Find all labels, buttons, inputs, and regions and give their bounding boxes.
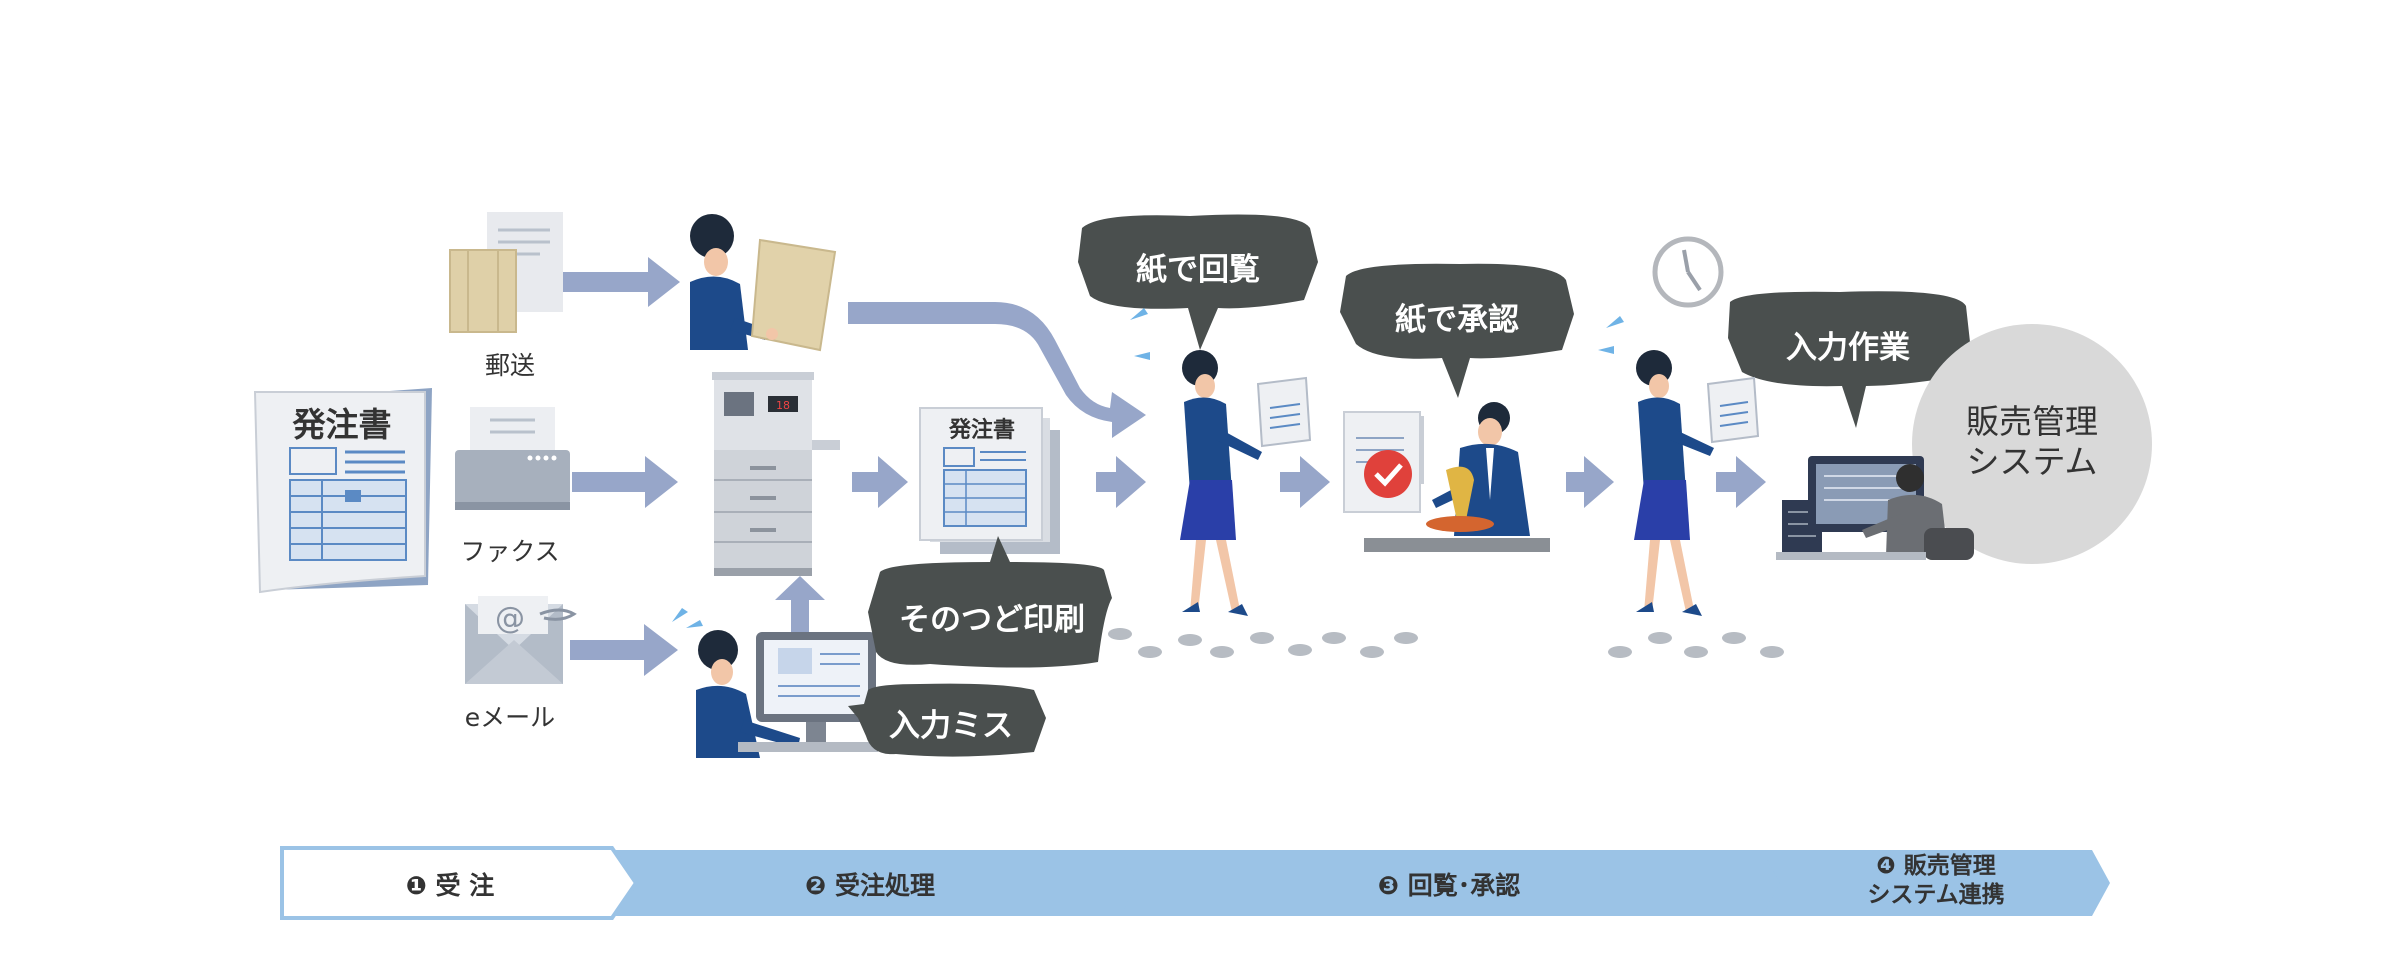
bubble-paper-circulation-text: 紙で回覧 (1136, 252, 1260, 288)
bubble-print-each-time-text: そのつど印刷 (899, 602, 1085, 638)
copier-display: 18 (776, 399, 790, 412)
arrow-approval-to-walker2 (1566, 456, 1614, 508)
step-4-number: ❹ (1876, 853, 1896, 879)
bubble-paper-approval (1340, 263, 1574, 398)
mail-label: 郵送 (484, 351, 535, 380)
flow-arrows (560, 257, 1766, 676)
step-1-chevron (280, 846, 639, 920)
sales-system-line1: 販売管理 (1966, 402, 2098, 441)
operator-at-computer-figure (1776, 456, 1974, 560)
email-envelope-icon: @ (465, 596, 577, 684)
sales-system-line2: システム (1966, 442, 2098, 481)
printed-order-document-icon (919, 407, 1060, 554)
step-3-text: 回覧･承認 (1407, 871, 1521, 900)
fax-label: ファクス (460, 537, 560, 566)
bubble-paper-approval-text: 紙で承認 (1395, 302, 1519, 338)
clerk-with-envelope-figure (690, 214, 837, 352)
arrow-doc-to-walker (1096, 456, 1146, 508)
step-1-label: ❶ 受 注 (282, 866, 618, 902)
step-2-text: 受注処理 (834, 871, 935, 900)
order-document-icon (253, 388, 432, 594)
arrow-mail-to-clerk (560, 257, 680, 307)
clerk-at-pc-figure (672, 608, 878, 758)
step-1-number: ❶ (405, 871, 427, 900)
arrow-curve-to-walker (848, 302, 1146, 438)
arrow-copier-to-doc (852, 456, 908, 508)
footprints-decoration (1108, 628, 1784, 658)
step-1-text: 受 注 (435, 871, 495, 900)
approval-manager-with-stamp-figure (1343, 402, 1550, 552)
process-step-banner (280, 846, 2110, 920)
sales-system-circle (1912, 324, 2152, 564)
arrow-fax-to-copier (572, 456, 678, 508)
order-document-title: 発注書 (292, 405, 392, 444)
sales-system-label: 販売管理 システム (1922, 402, 2142, 482)
speech-bubbles (848, 214, 1970, 757)
step-3-label: ❸ 回覧･承認 (1136, 866, 1762, 902)
step-2-number: ❷ (805, 871, 827, 900)
arrow-walker2-to-system (1716, 456, 1766, 508)
fax-machine-icon (455, 407, 570, 510)
copier-icon: 18 (712, 372, 840, 576)
bubble-paper-circulation (1078, 214, 1318, 350)
woman-walking-with-document-figure (1130, 308, 1312, 616)
mail-envelope-icon (449, 212, 563, 333)
clock-icon (1652, 236, 1724, 308)
arrow-email-to-clerk (570, 624, 678, 676)
email-label: eメール (464, 703, 556, 732)
step-4-text: 販売管理 (1903, 853, 1996, 879)
printed-document-title: 発注書 (948, 418, 1015, 443)
step-2-label: ❷ 受注処理 (620, 866, 1120, 902)
bubble-input-mistake (848, 683, 1046, 757)
bubble-input-work (1728, 291, 1970, 428)
arrow-pc-to-copier (775, 576, 825, 632)
svg-text:@: @ (495, 601, 525, 636)
woman-walking-with-document-2-figure (1598, 316, 1760, 616)
bubble-input-work-text: 入力作業 (1786, 330, 1910, 366)
step-4-chevron (1760, 850, 2110, 916)
step-2-chevron (600, 850, 1138, 916)
step-3-number: ❸ (1377, 871, 1399, 900)
step-4-label: ❹ 販売管理 システム連携 (1780, 852, 2092, 910)
step-4-text-line2: システム連携 (1867, 882, 2005, 908)
step-3-chevron (1118, 850, 1780, 916)
arrow-walker-to-approval (1280, 456, 1330, 508)
bubble-input-mistake-text: 入力ミス (889, 708, 1013, 744)
bubble-print-each-time (868, 536, 1112, 668)
